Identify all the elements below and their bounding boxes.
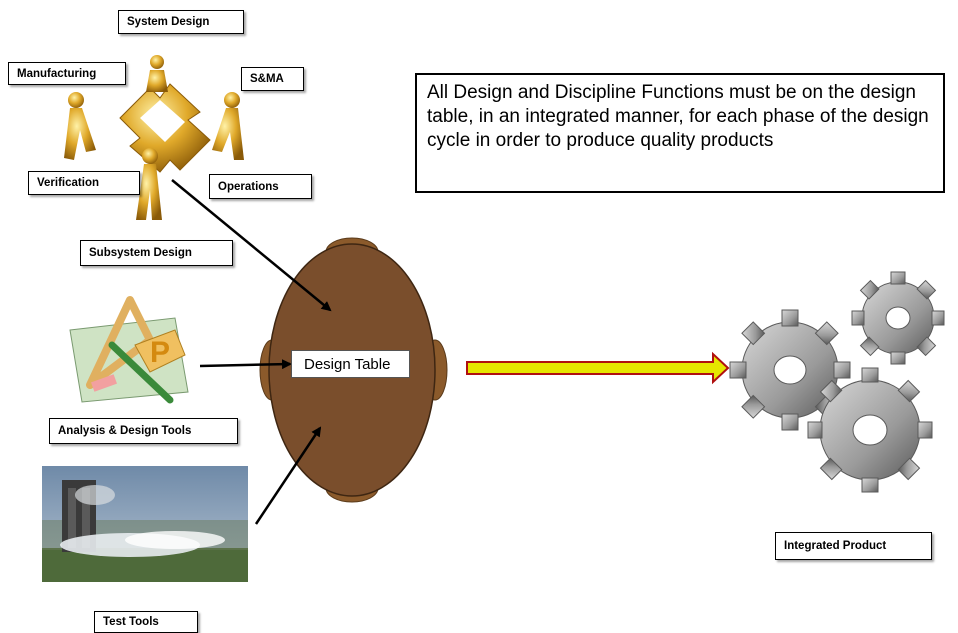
gears-image: [729, 309, 851, 431]
svg-text:P: P: [150, 336, 170, 369]
gear-bottom: [807, 367, 933, 493]
output-arrow: [466, 351, 730, 385]
label-verification: Verification: [28, 171, 140, 195]
gear-top-right: [851, 271, 945, 365]
callout-text: All Design and Discipline Functions must…: [427, 82, 929, 151]
drafting-tools-image: P: [69, 296, 189, 404]
label-integrated-product: Integrated Product: [775, 532, 932, 560]
design-table-label: Design Table: [291, 350, 410, 378]
arrow-tools-to-table: [199, 359, 292, 370]
label-subsystem-design: Subsystem Design: [80, 240, 233, 266]
label-test-tools: Test Tools: [94, 611, 198, 633]
label-system-design: System Design: [118, 10, 244, 34]
arrow-test-to-table: [254, 426, 322, 525]
teamwork-figures-image: [64, 55, 244, 220]
arrow-team-to-table: [171, 179, 332, 312]
label-analysis-design-tools: Analysis & Design Tools: [49, 418, 238, 444]
callout-box: All Design and Discipline Functions must…: [415, 73, 945, 193]
label-operations: Operations: [209, 174, 312, 199]
test-stand-photo: [42, 466, 248, 582]
label-sma: S&MA: [241, 67, 304, 91]
label-manufacturing: Manufacturing: [8, 62, 126, 85]
